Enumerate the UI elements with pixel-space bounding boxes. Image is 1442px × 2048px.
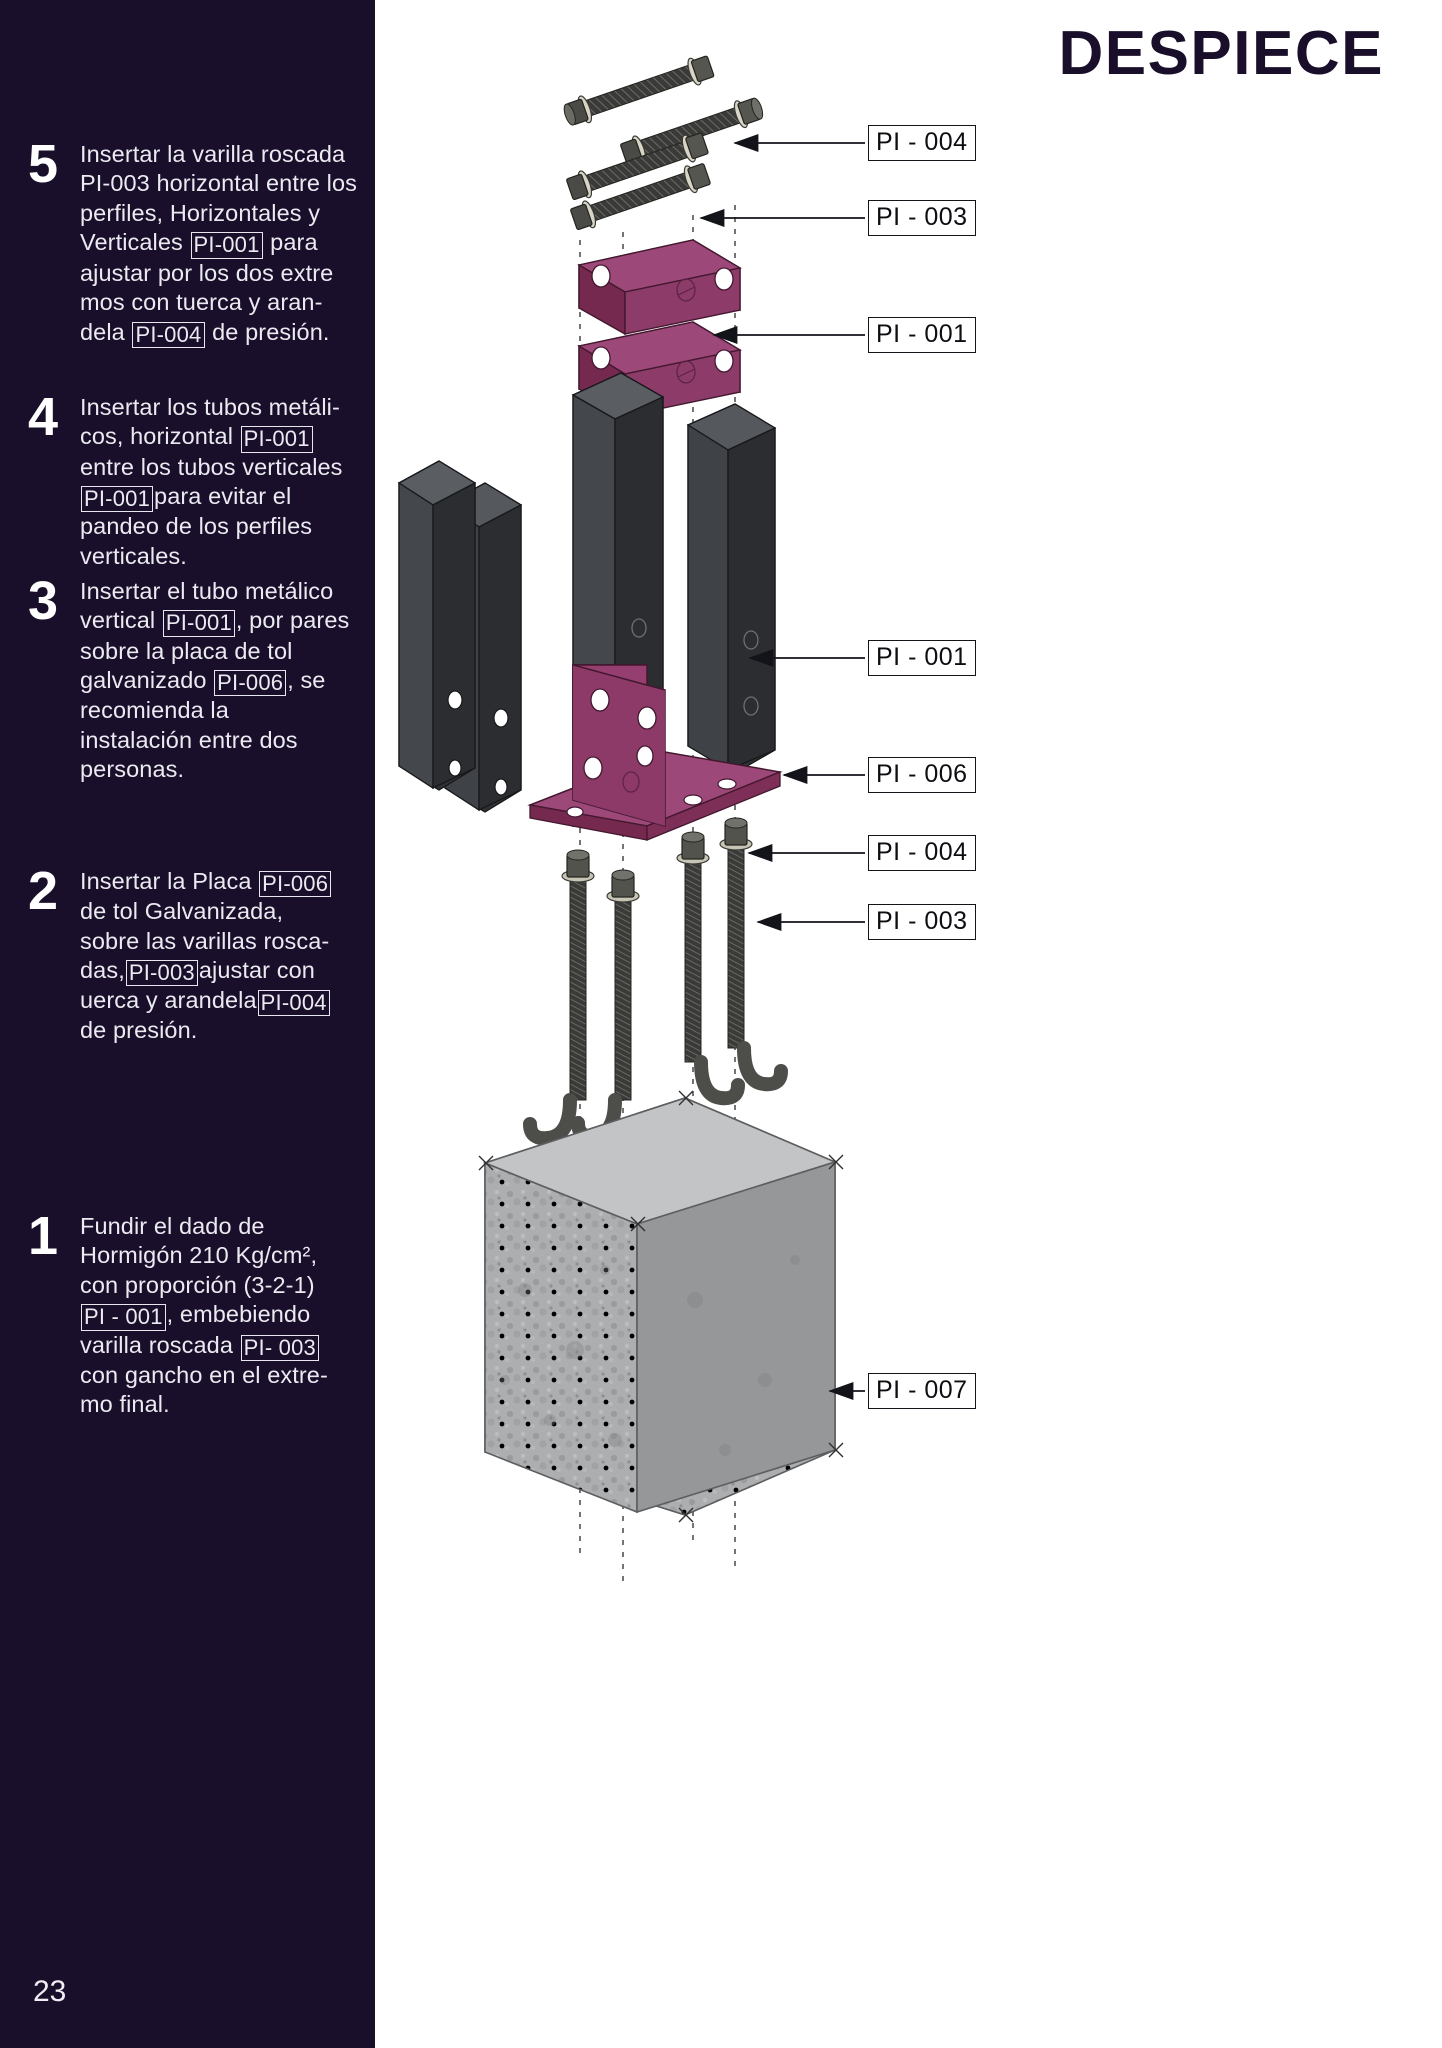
step-text-line: Insertar los tubos metáli- [80, 394, 340, 420]
step-text-line: sobre las varillas rosca- [80, 927, 330, 954]
step-text-line: pandeo de los perfiles [80, 513, 313, 540]
callout-pi-007-footing[interactable]: PI - 007 [868, 1373, 976, 1409]
step-text: Insertar el tubo metálico vertical PI-001… [76, 577, 373, 785]
step-text-line: verticales. [80, 542, 187, 569]
steel-square-tube-vertical-left-pair [397, 460, 523, 813]
callout-pi-004-anchor[interactable]: PI - 004 [868, 835, 976, 871]
part-reference: PI-003 [125, 960, 198, 987]
step-text-line: perfiles, Horizontales y [80, 199, 321, 226]
steel-square-tube-vertical-right-pair [571, 372, 777, 774]
step-text-line: de tol Galvanizada, [80, 898, 284, 925]
step-text-line: Hormigón 210 Kg/cm², [80, 1242, 318, 1269]
step-number: 2 [28, 861, 58, 921]
step-text-line: PI - 001, embebiendo [80, 1300, 373, 1331]
step-4: 4 Insertar los tubos metáli-cos, horizon… [28, 387, 373, 571]
anchor-rod-1 [523, 849, 595, 1146]
callout-label: PI - 001 [868, 317, 976, 353]
callout-label: PI - 006 [868, 757, 976, 793]
step-text-line: con gancho en el extre- [80, 1361, 328, 1388]
callout-pi-003-anchor[interactable]: PI - 003 [868, 904, 976, 940]
part-reference: PI-006 [214, 670, 287, 697]
step-text-line: entre los tubos verticales [80, 453, 343, 480]
step-text-line: sobre la placa de tol [80, 637, 293, 664]
callout-label: PI - 003 [868, 200, 976, 236]
step-text-line: Insertar el tubo metálico [80, 578, 334, 604]
callout-leader-lines [699, 134, 865, 1400]
part-reference: PI-004 [257, 990, 330, 1017]
threaded-rod-group-top [563, 55, 764, 231]
step-number: 1 [28, 1206, 58, 1266]
step-text-line: ajustar por los dos extre [80, 259, 334, 286]
page-number: 23 [33, 1975, 67, 2008]
step-number: 4 [28, 387, 58, 447]
step-text-line: PI-003 horizontal entre los [80, 170, 358, 197]
step-text-line: varilla roscada PI- 003 [80, 1331, 373, 1361]
step-text-line: Fundir el dado de [80, 1213, 265, 1239]
callout-label: PI - 001 [868, 640, 976, 676]
step-text-line: personas. [80, 756, 185, 783]
callout-label: PI - 004 [868, 835, 976, 871]
part-reference: PI-001 [81, 486, 154, 513]
threaded-rod-003b [570, 163, 711, 231]
callout-pi-003-top[interactable]: PI - 003 [868, 200, 976, 236]
step-text-line: dela PI-004 de presión. [80, 318, 330, 348]
step-text: Insertar los tubos metáli-cos, horizonta… [76, 393, 373, 571]
step-3: 3 Insertar el tubo metálico vertical PI-0… [28, 571, 373, 785]
step-text-line: de presión. [80, 1017, 198, 1044]
step-text-line: instalación entre dos [80, 726, 298, 753]
drawing-panel: DESPIECE [375, 0, 1442, 2048]
step-text-line: con proporción (3-2-1) [80, 1271, 315, 1298]
callout-label: PI - 004 [868, 125, 976, 161]
step-text-line: galvanizado PI-006, se [80, 667, 326, 697]
callout-label: PI - 007 [868, 1373, 976, 1409]
anchor-rod-2 [571, 869, 640, 1144]
page-title: DESPIECE [1058, 19, 1384, 88]
magenta-galvanized-base-plate [527, 664, 783, 841]
concrete-footing-block [478, 1090, 844, 1523]
step-text-line: vertical PI-001, por pares [80, 607, 350, 637]
part-reference: PI-001 [240, 426, 313, 453]
step-text-line: Insertar la varilla roscada [80, 141, 346, 167]
callout-pi-001-beam[interactable]: PI - 001 [868, 317, 976, 353]
part-reference: PI-004 [132, 321, 205, 348]
part-reference: PI-001 [162, 610, 235, 637]
part-reference: PI-006 [259, 871, 332, 898]
step-text-line: mo final. [80, 1391, 170, 1418]
callout-pi-004-top[interactable]: PI - 004 [868, 125, 976, 161]
anchor-rod-4 [719, 817, 788, 1092]
step-text-line: mos con tuerca y aran- [80, 289, 323, 316]
threaded-rod-003a [566, 132, 709, 201]
step-text-line: Insertar la Placa PI-006 [80, 867, 373, 898]
callout-pi-001-tube[interactable]: PI - 001 [868, 640, 976, 676]
callout-pi-006-plate[interactable]: PI - 006 [868, 757, 976, 793]
magenta-horizontal-beam-upper [577, 239, 742, 336]
anchor-rod-3 [676, 831, 745, 1106]
anchor-rod-group [523, 817, 788, 1146]
step-text-line: Verticales PI-001 para [80, 229, 318, 259]
exploded-assembly-drawing [397, 55, 865, 1585]
threaded-rod-004a [563, 55, 715, 126]
part-reference: PI- 003 [240, 1334, 319, 1361]
part-reference: PI-001 [190, 232, 263, 259]
step-text-line: cos, horizontal PI-001 [80, 422, 373, 453]
part-reference: PI - 001 [81, 1304, 166, 1331]
step-number: 3 [28, 571, 58, 631]
callout-label: PI - 003 [868, 904, 976, 940]
step-number: 5 [28, 134, 58, 194]
step-text-line: recomienda la [80, 697, 229, 724]
